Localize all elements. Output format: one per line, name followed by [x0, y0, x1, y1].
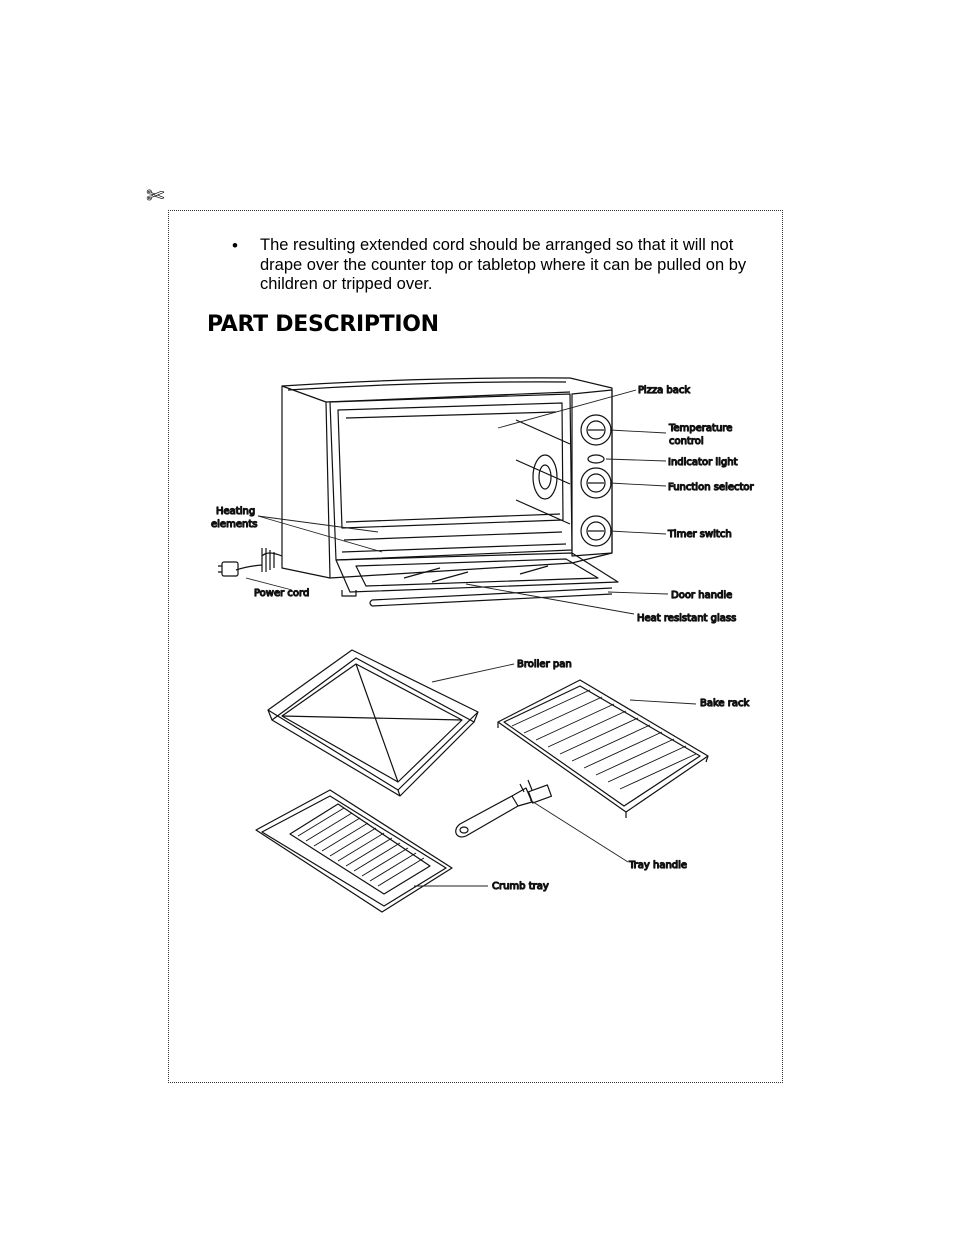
label-temperature-control-line1: Temperature [668, 423, 732, 434]
label-indicator-light: Indicator light [668, 457, 738, 468]
bullet-icon: • [232, 236, 238, 255]
label-timer-switch: Timer switch [667, 529, 732, 540]
label-heating-elements-line1: Heating [216, 506, 255, 517]
toaster-oven-illustration [218, 377, 619, 607]
label-door-handle: Door handle [671, 590, 732, 601]
label-power-cord: Power cord [254, 588, 309, 599]
bake-rack-illustration [497, 679, 709, 818]
accessory-leader-lines [414, 663, 697, 887]
part-labels: Pizza back Temperature control Indicator… [210, 384, 755, 892]
crumb-tray-illustration [255, 789, 453, 913]
bullet-text: The resulting extended cord should be ar… [260, 236, 747, 293]
label-broiler-pan: Broiler pan [517, 659, 572, 670]
label-heating-elements-line2: elements [211, 519, 257, 530]
label-tray-handle: Tray handle [628, 860, 687, 871]
oven-leader-lines [245, 389, 669, 615]
label-bake-rack: Bake rack [700, 698, 749, 709]
label-temperature-control-line2: control [669, 436, 704, 447]
section-title: PART DESCRIPTION [207, 312, 439, 337]
label-pizza-back: Pizza back [638, 385, 690, 396]
tray-handle-illustration [455, 779, 553, 838]
cut-out-frame [168, 210, 783, 1083]
bullet-item: • The resulting extended cord should be … [232, 236, 752, 295]
label-heat-resistant-glass: Heat resistant glass [637, 613, 736, 624]
broiler-pan-illustration [267, 649, 479, 797]
label-function-selector: Function selector [668, 482, 755, 493]
scissors-icon: ✄ [146, 184, 165, 209]
label-crumb-tray: Crumb tray [492, 881, 549, 892]
